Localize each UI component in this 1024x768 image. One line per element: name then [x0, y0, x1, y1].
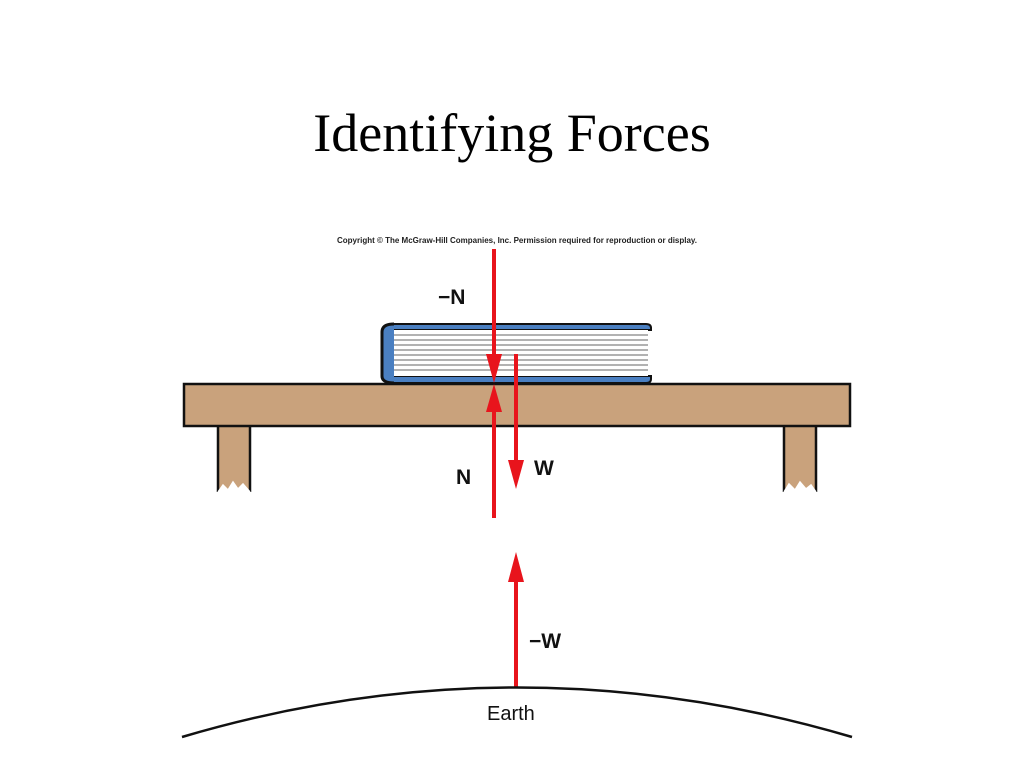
book-spine — [380, 322, 395, 385]
copyright-notice: Copyright © The McGraw-Hill Companies, I… — [336, 236, 698, 245]
arrow-w — [508, 354, 524, 489]
arrow-minus-w — [508, 552, 524, 688]
label-earth: Earth — [487, 703, 535, 725]
table-leg-right-break — [783, 480, 817, 493]
earth-surface — [181, 686, 853, 739]
book — [380, 322, 652, 385]
arrow-minus-n — [486, 249, 502, 383]
slide-title: Identifying Forces — [313, 103, 711, 163]
label-minus-w: −W — [529, 630, 561, 653]
arrow-n — [486, 384, 502, 518]
label-n: N — [456, 466, 471, 489]
table-leg-left-break — [217, 480, 251, 493]
book-page-lines — [392, 334, 648, 371]
book-pages — [392, 330, 648, 376]
book-cover — [391, 323, 652, 331]
label-w: W — [534, 457, 554, 480]
label-minus-n: −N — [438, 286, 465, 309]
table-leg-left — [218, 426, 250, 492]
book-cover-bottom — [391, 375, 652, 384]
force-arrows — [486, 249, 524, 688]
